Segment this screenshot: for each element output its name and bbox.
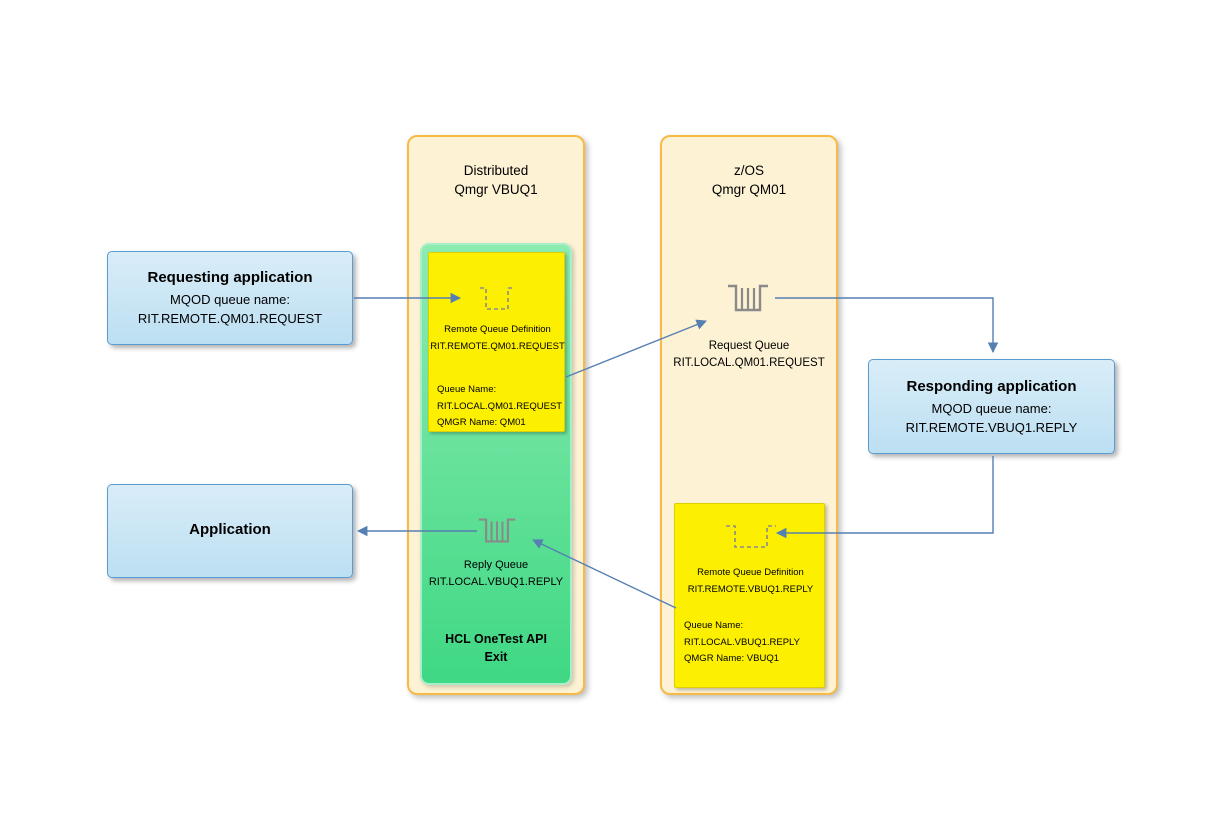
requesting-mqod-queue-name: RIT.REMOTE.QM01.REQUEST (137, 311, 323, 326)
reply-queue-name: RIT.LOCAL.VBUQ1.REPLY (428, 576, 564, 588)
requesting-mqod-label: MQOD queue name: (170, 292, 290, 307)
rqd-zos-details: Queue Name: RIT.LOCAL.VBUQ1.REPLY QMGR N… (684, 618, 819, 668)
responding-mqod-label: MQOD queue name: (931, 400, 1052, 416)
request-queue-title: Request Queue (708, 340, 790, 352)
responding-application-title: Responding application (906, 377, 1077, 395)
application-box: Application (107, 484, 353, 578)
rqd-zos-queue-name-label: Queue Name: (684, 620, 744, 631)
requesting-application-box: Requesting application MQOD queue name: … (107, 251, 353, 345)
requesting-application-title: Requesting application (147, 269, 313, 286)
onetest-api-exit-label: HCL OneTest API Exit (420, 630, 572, 666)
dashed-queue-icon (725, 520, 777, 550)
rqd-dist-qmgr-name: QMGR Name: QM01 (437, 417, 526, 428)
rqd-zos-header: Remote Queue Definition RIT.REMOTE.VBUQ1… (675, 564, 826, 598)
request-queue-label: Request Queue RIT.LOCAL.QM01.REQUEST (660, 338, 838, 371)
exit-label-line1: HCL OneTest API (445, 632, 547, 646)
reply-queue-title: Reply Queue (463, 559, 529, 571)
rqd-dist-name: RIT.REMOTE.QM01.REQUEST (430, 341, 565, 352)
rqd-zos-title: Remote Queue Definition (697, 567, 804, 578)
rqd-dist-title: Remote Queue Definition (444, 324, 551, 335)
request-queue-icon (726, 280, 770, 316)
rqd-dist-header: Remote Queue Definition RIT.REMOTE.QM01.… (429, 321, 566, 355)
rqd-dist-queue-name: RIT.LOCAL.QM01.REQUEST (437, 400, 563, 412)
request-queue-name: RIT.LOCAL.QM01.REQUEST (673, 356, 825, 369)
remote-queue-definition-zos: Remote Queue Definition RIT.REMOTE.VBUQ1… (674, 503, 825, 688)
reply-queue-icon (477, 514, 517, 547)
rqd-zos-name: RIT.REMOTE.VBUQ1.REPLY (687, 584, 814, 595)
responding-application-box: Responding application MQOD queue name: … (868, 359, 1115, 454)
responding-mqod-queue-name: RIT.REMOTE.VBUQ1.REPLY (905, 419, 1078, 435)
distributed-qmgr-title-line2: Qmgr VBUQ1 (454, 182, 538, 197)
remote-queue-definition-distributed: Remote Queue Definition RIT.REMOTE.QM01.… (428, 252, 565, 432)
rqd-zos-qmgr-name: QMGR Name: VBUQ1 (684, 653, 780, 664)
rqd-zos-queue-name: RIT.LOCAL.VBUQ1.REPLY (684, 636, 800, 648)
dashed-queue-icon (479, 282, 515, 312)
rqd-dist-queue-name-label: Queue Name: (437, 384, 497, 395)
zos-qmgr-title-line2: Qmgr QM01 (711, 182, 787, 197)
application-title: Application (189, 521, 271, 538)
distributed-qmgr-title-line1: Distributed (463, 163, 529, 178)
zos-qmgr-title-line1: z/OS (733, 163, 764, 178)
exit-label-line2: Exit (484, 650, 508, 664)
reply-queue-label: Reply Queue RIT.LOCAL.VBUQ1.REPLY (420, 557, 572, 591)
rqd-dist-details: Queue Name: RIT.LOCAL.QM01.REQUEST QMGR … (437, 382, 564, 432)
